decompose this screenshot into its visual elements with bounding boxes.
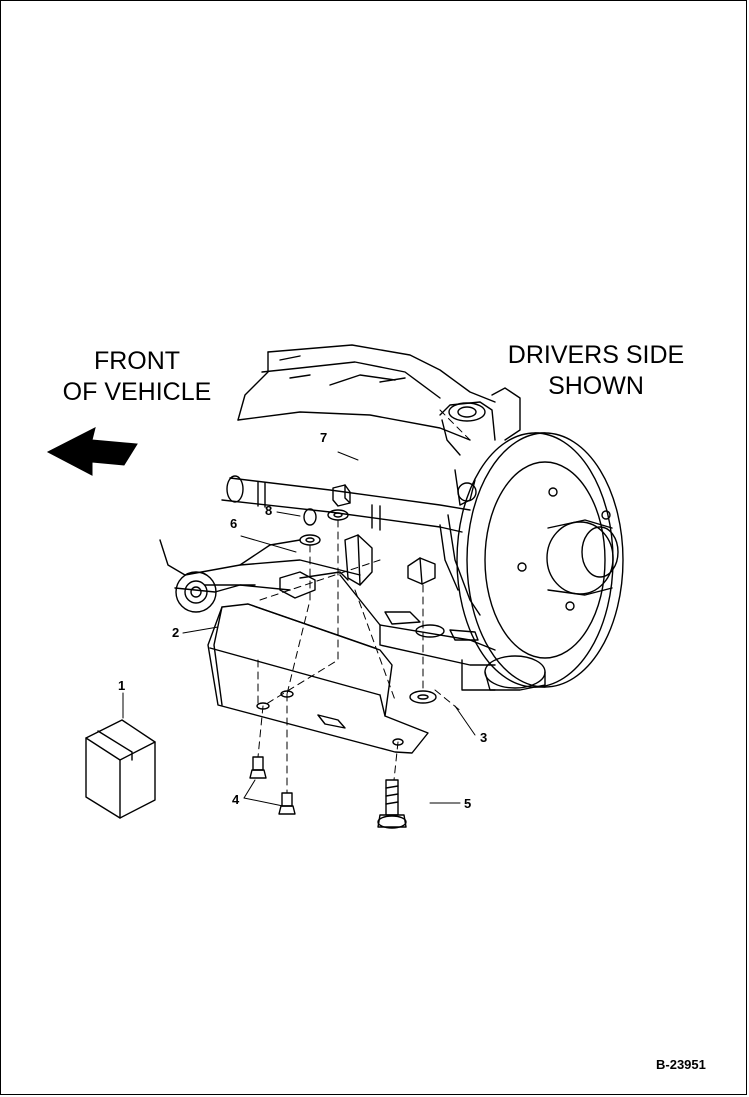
chassis-frame bbox=[237, 344, 496, 441]
lower-ball-joint bbox=[484, 655, 546, 691]
nut-item-8 bbox=[327, 484, 351, 521]
front-line-1: FRONT bbox=[93, 347, 181, 375]
mount-block bbox=[299, 534, 373, 586]
assembly-dash-lines bbox=[257, 409, 471, 794]
callout-8: 8 bbox=[265, 503, 273, 518]
washer-item-6 bbox=[299, 508, 321, 546]
callout-5: 5 bbox=[464, 796, 472, 811]
callout-1: 1 bbox=[118, 678, 126, 693]
front-line-2: OF VEHICLE bbox=[62, 378, 212, 406]
wheel-hub bbox=[517, 487, 619, 611]
crossmember bbox=[339, 574, 496, 691]
side-line-2: SHOWN bbox=[548, 372, 644, 400]
spacer-block bbox=[279, 571, 316, 599]
front-of-vehicle-label: FRONT OF VEHICLE bbox=[58, 346, 216, 408]
bushing-bolt-head bbox=[184, 580, 208, 604]
callout-3: 3 bbox=[480, 730, 488, 745]
callout-4: 4 bbox=[232, 792, 240, 807]
bushing bbox=[175, 571, 217, 613]
drivers-side-label: DRIVERS SIDE SHOWN bbox=[500, 340, 692, 402]
figure-reference: B-23951 bbox=[656, 1057, 706, 1072]
skid-plate-item-2 bbox=[207, 603, 429, 754]
axle-tube bbox=[221, 475, 471, 533]
kit-box-item-1 bbox=[85, 719, 156, 819]
nut-item-3 bbox=[407, 557, 437, 704]
callout-6: 6 bbox=[230, 516, 238, 531]
control-arm bbox=[159, 539, 361, 593]
leader-lines bbox=[122, 451, 476, 807]
bolt-item-5 bbox=[377, 779, 407, 829]
left-arrow-icon bbox=[46, 427, 138, 476]
callout-2: 2 bbox=[172, 625, 180, 640]
brake-rotor bbox=[456, 432, 624, 688]
side-line-1: DRIVERS SIDE bbox=[507, 341, 685, 369]
bolt-item-4 bbox=[249, 756, 296, 815]
callout-7: 7 bbox=[320, 430, 328, 445]
